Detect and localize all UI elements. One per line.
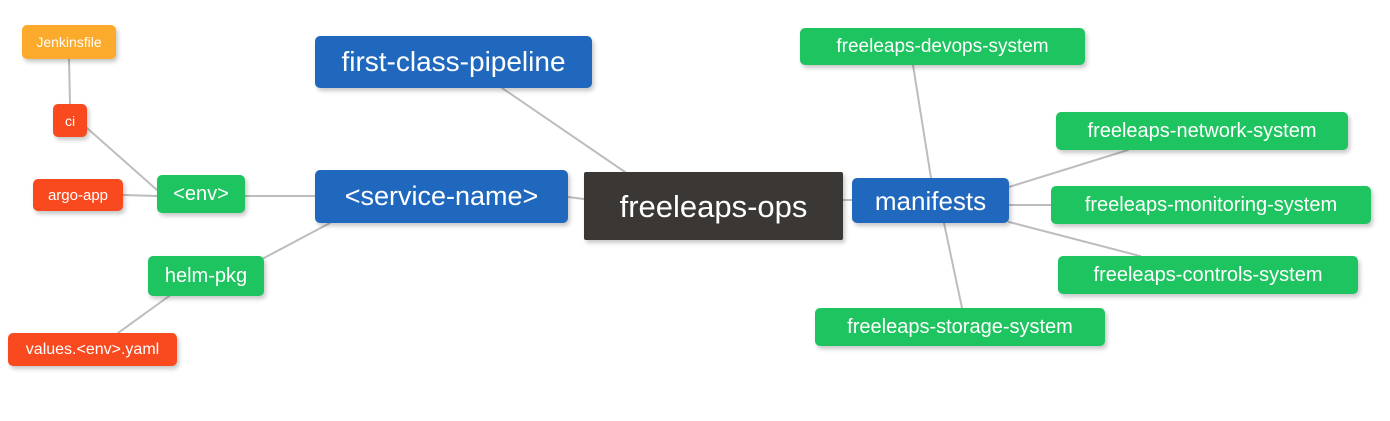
- mindmap-node-label: first-class-pipeline: [341, 46, 566, 77]
- mindmap-node-argo-app[interactable]: argo-app: [33, 179, 123, 211]
- mindmap-node-controls-system[interactable]: freeleaps-controls-system: [1058, 256, 1358, 294]
- mindmap-node-devops-system[interactable]: freeleaps-devops-system: [800, 28, 1085, 65]
- mindmap-node-service-name[interactable]: <service-name>: [315, 170, 568, 223]
- mindmap-node-jenkinsfile[interactable]: Jenkinsfile: [22, 25, 116, 59]
- mindmap-node-label: <env>: [173, 183, 229, 205]
- mindmap-node-helm-pkg[interactable]: helm-pkg: [148, 256, 264, 296]
- edge-argo-app-to-env: [122, 194, 158, 197]
- edge-jenkinsfile-to-ci: [68, 58, 71, 105]
- edge-manifests-to-devops-system: [912, 64, 932, 179]
- edge-manifests-to-storage-system: [943, 222, 963, 309]
- mindmap-node-first-class-pipeline[interactable]: first-class-pipeline: [315, 36, 592, 88]
- mindmap-node-label: freeleaps-controls-system: [1093, 264, 1323, 286]
- edge-manifests-to-network-system: [1008, 149, 1129, 188]
- mindmap-node-network-system[interactable]: freeleaps-network-system: [1056, 112, 1348, 150]
- mindmap-node-freeleaps-ops[interactable]: freeleaps-ops: [584, 172, 843, 240]
- mindmap-node-ci[interactable]: ci: [53, 104, 87, 137]
- mindmap-node-label: <service-name>: [344, 181, 539, 211]
- mindmap-node-label: Jenkinsfile: [36, 34, 102, 50]
- mindmap-node-storage-system[interactable]: freeleaps-storage-system: [815, 308, 1105, 346]
- edge-service-name-to-freeleaps-ops: [567, 196, 585, 200]
- mindmap-node-label: freeleaps-network-system: [1087, 120, 1317, 142]
- mindmap-node-manifests[interactable]: manifests: [852, 178, 1009, 223]
- edge-service-name-to-helm-pkg: [263, 222, 331, 259]
- mindmap-node-label: values.<env>.yaml: [25, 340, 160, 358]
- mindmap-node-env[interactable]: <env>: [157, 175, 245, 213]
- edge-manifests-to-controls-system: [1008, 221, 1141, 257]
- mindmap-node-monitoring-system[interactable]: freeleaps-monitoring-system: [1051, 186, 1371, 224]
- mindmap-node-values-env-yaml[interactable]: values.<env>.yaml: [8, 333, 177, 366]
- mindmap-node-label: freeleaps-storage-system: [847, 316, 1073, 338]
- mindmap-node-label: argo-app: [47, 186, 109, 204]
- mindmap-node-label: freeleaps-monitoring-system: [1084, 194, 1338, 216]
- mindmap-node-label: helm-pkg: [164, 265, 248, 287]
- edge-helm-pkg-to-values-env-yaml: [117, 293, 173, 334]
- mindmap-node-label: freeleaps-ops: [619, 188, 808, 224]
- edge-first-class-pipeline-to-freeleaps-ops: [501, 87, 626, 173]
- mindmap-node-label: manifests: [874, 185, 987, 216]
- mindmap-node-label: ci: [64, 112, 76, 129]
- mindmap-node-label: freeleaps-devops-system: [836, 36, 1049, 57]
